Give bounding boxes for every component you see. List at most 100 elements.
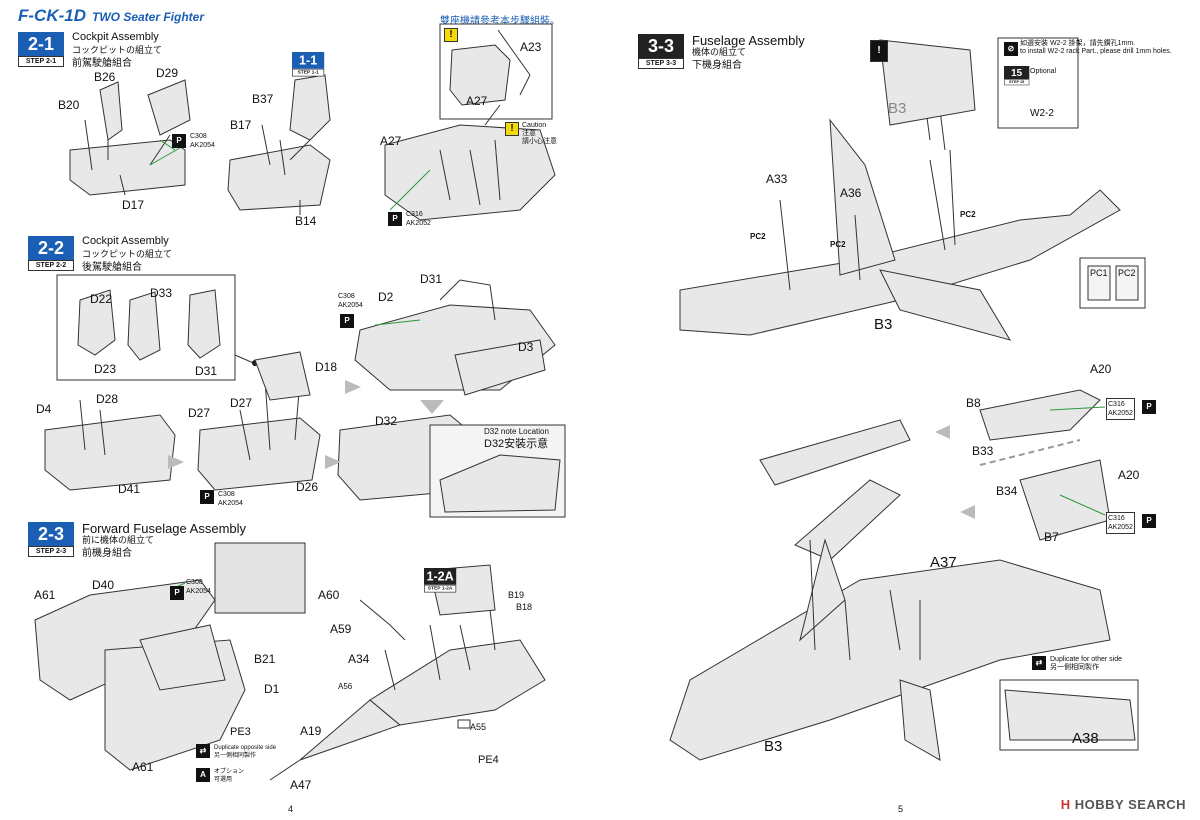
step-2-2-header: 2-2 STEP 2-2 Cockpit Assembly コックピットの組立て…: [28, 235, 172, 273]
part-label: B26: [94, 70, 116, 84]
paint-icon: P: [1142, 400, 1156, 414]
duplicate-icon: ⇄: [196, 744, 210, 758]
part-label: A33: [766, 172, 788, 186]
part-label: B21: [254, 652, 276, 666]
part-label: B14: [295, 214, 317, 228]
part-label: D2: [378, 290, 394, 304]
part-label: B17: [230, 118, 252, 132]
part-label: D31: [420, 272, 443, 286]
part-label: B33: [972, 444, 994, 458]
part-label: A20: [1118, 468, 1140, 482]
optional-icon: A: [196, 768, 210, 782]
part-label: B3: [874, 316, 893, 333]
page-number: 4: [288, 804, 294, 814]
part-label: D27: [230, 396, 253, 410]
part-label: D4: [36, 402, 52, 416]
part-label: D28: [96, 392, 119, 406]
part-label: D23: [94, 362, 117, 376]
paint-icon: P: [172, 134, 186, 148]
drill-icon: ⊘: [1004, 42, 1018, 56]
part-label: D33: [150, 286, 173, 300]
paint-icon: P: [388, 212, 402, 226]
part-label: A20: [1090, 362, 1112, 376]
part-label: A60: [318, 588, 340, 602]
part-label: B20: [58, 98, 80, 112]
part-label: B3: [764, 738, 783, 755]
part-label: A19: [300, 724, 322, 738]
step-2-1-header: 2-1 STEP 2-1 Cockpit Assembly コックピットの組立て…: [18, 31, 162, 69]
part-label: B37: [252, 92, 274, 106]
part-label: A27: [380, 134, 402, 148]
page-5: 3-3 STEP 3-3 Fuselage Assembly 機体の組立て 下機…: [600, 0, 1200, 820]
page-number: 5: [898, 804, 904, 814]
part-label: A55: [470, 722, 487, 732]
pe3-label: PE3: [230, 726, 251, 738]
part-label: B7: [1044, 530, 1059, 544]
warning-icon: !: [505, 122, 519, 136]
drill-note: 如選安裝 W2-2 掛架，請先鑽孔1mm.to install W2-2 rac…: [1020, 40, 1172, 55]
paint-icon: P: [1142, 514, 1156, 528]
part-label: PC2: [960, 210, 976, 219]
part-label: A61: [34, 588, 56, 602]
part-label: B34: [996, 484, 1018, 498]
pc-legend-item: PC1: [1090, 268, 1108, 278]
part-label: A47: [290, 778, 312, 792]
warning-icon: !: [444, 28, 458, 42]
part-label: D3: [518, 340, 534, 354]
part-label: A34: [348, 652, 370, 666]
part-label: D27: [188, 406, 211, 420]
paint-icon: P: [170, 586, 184, 600]
part-label: B8: [966, 396, 981, 410]
part-label: A37: [930, 554, 957, 571]
part-label: A38: [1072, 730, 1099, 747]
ref-step-1-2a: 1-2A STEP 1-2A: [424, 568, 457, 593]
part-label: A27: [466, 94, 488, 108]
warning-icon: !: [870, 40, 888, 62]
part-label: B3: [888, 100, 907, 117]
part-label: D22: [90, 292, 113, 306]
d32-note: D32 note Location: [484, 427, 549, 436]
pe4-label: PE4: [478, 754, 499, 766]
d32-note-zh: D32安裝示意: [484, 438, 549, 450]
part-label: D18: [315, 360, 338, 374]
part-label: D26: [296, 480, 319, 494]
paint-icon: P: [340, 314, 354, 328]
assembly-note: 雙座機請參考本步驟組裝。: [440, 16, 560, 27]
ref-step-1-1: 1-1 STEP 1-1: [292, 52, 325, 77]
watermark: H HOBBY SEARCH: [1060, 797, 1186, 812]
pc-legend-item: PC2: [1118, 268, 1136, 278]
part-label: A23: [520, 40, 542, 54]
part-label: PC2: [830, 240, 846, 249]
part-label: D31: [195, 364, 218, 378]
duplicate-icon: ⇄: [1032, 656, 1046, 670]
part-label: D32: [375, 414, 398, 428]
right-page-illustrations: [669, 37, 1146, 761]
part-label: B19: [508, 590, 525, 600]
part-label: D40: [92, 578, 115, 592]
part-label: B18: [516, 602, 533, 612]
step-15-ref: 15 STEP 15: [1004, 66, 1030, 86]
step-2-3-header: 2-3 STEP 2-3 Forward Fuselage Assembly 前…: [28, 521, 246, 559]
watermark-logo: H: [1060, 797, 1071, 812]
optional-label: Optional: [1030, 68, 1057, 75]
paint-icon: P: [200, 490, 214, 504]
part-label: A59: [330, 622, 352, 636]
part-label: D1: [264, 682, 280, 696]
optional-note: オプション可選用: [214, 769, 245, 783]
part-label: PC2: [750, 232, 766, 241]
part-label: W2-2: [1030, 108, 1054, 119]
part-label: A61: [132, 760, 154, 774]
left-page-illustrations: [34, 23, 566, 781]
part-label: D41: [118, 482, 141, 496]
